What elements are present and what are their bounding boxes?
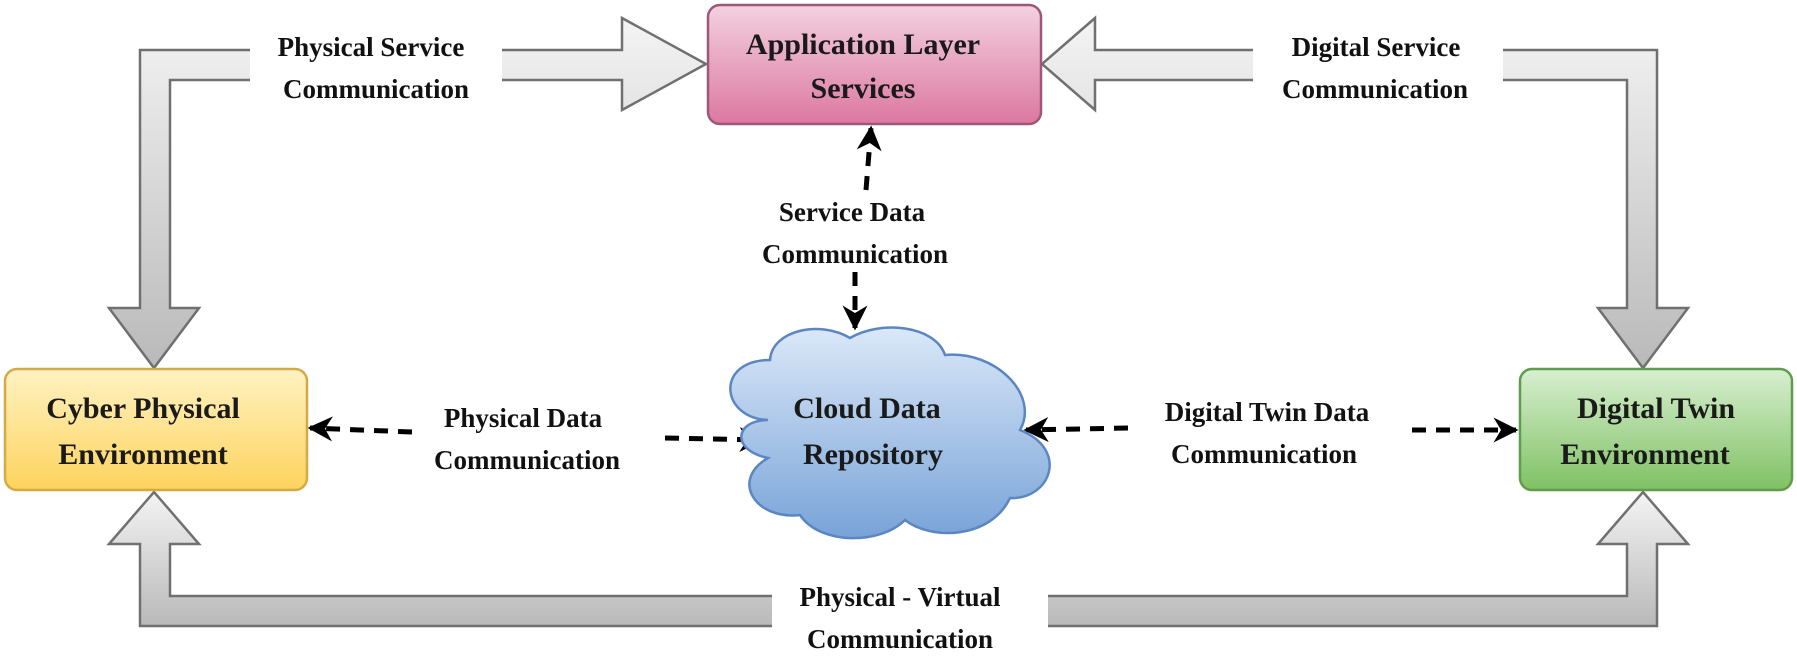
digital-twin-data-label-line1: Digital Twin Data [1165, 397, 1370, 427]
service-data-up-arrow [856, 125, 882, 191]
physical-virtual-label-line1: Physical - Virtual [800, 582, 1001, 612]
cyber-physical-box [3, 367, 309, 492]
physical-virtual-label-bg [772, 570, 1048, 660]
physical-data-label-line1: Physical Data [444, 403, 603, 433]
physical-virtual-label-line2: Communication [807, 624, 993, 654]
cloud-repository-shape [729, 326, 1051, 540]
digital-service-label-line1: Digital Service [1292, 32, 1461, 62]
digital-service-arrow [1040, 15, 1691, 371]
cyber-physical-label-line2: Environment [58, 438, 227, 471]
application-layer-box [706, 3, 1043, 126]
service-data-label-line1: Service Data [779, 197, 926, 227]
physical-data-left-arrow [307, 416, 413, 442]
cloud-repository-label-line1: Cloud Data [793, 392, 941, 425]
digital-service-label-line2: Communication [1282, 74, 1468, 104]
service-data-label-line2: Communication [762, 239, 948, 269]
cloud-repository-label-line2: Repository [803, 438, 943, 471]
physical-service-label-line1: Physical Service [278, 32, 465, 62]
application-layer-label-line2: Services [811, 72, 916, 105]
physical-data-label-line2: Communication [434, 445, 620, 475]
digital-twin-label-line1: Digital Twin [1577, 392, 1735, 425]
physical-service-label-bg [250, 26, 502, 110]
cyber-physical-label-line1: Cyber Physical [46, 392, 240, 425]
digital-twin-data-label-line2: Communication [1171, 439, 1357, 469]
digital-twin-label-line2: Environment [1560, 438, 1729, 471]
digital-service-label-bg [1253, 26, 1503, 110]
physical-service-label-line2: Communication [283, 74, 469, 104]
physical-service-arrow [106, 15, 709, 371]
application-layer-label-line1: Application Layer [746, 28, 980, 61]
digital-twin-data-left-arrow [1023, 417, 1129, 443]
digital-twin-box [1518, 367, 1794, 492]
